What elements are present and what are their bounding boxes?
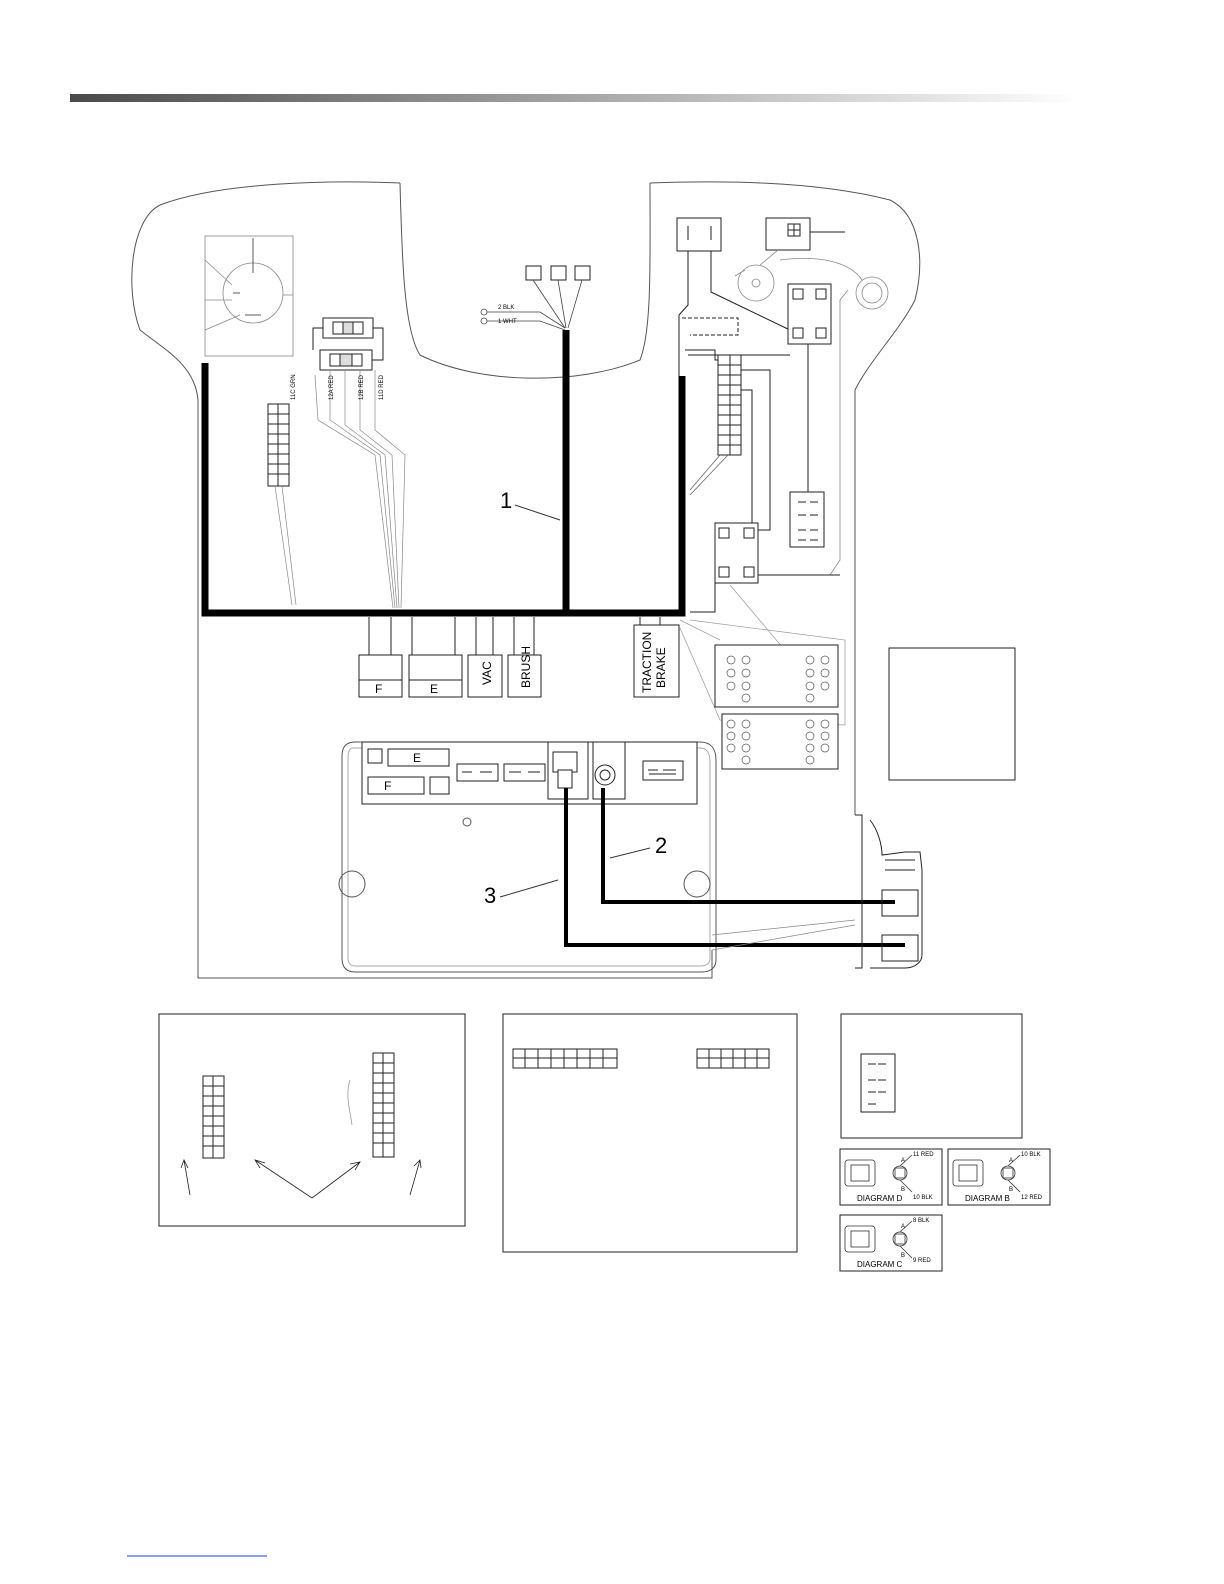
controller-label-e: E [413,751,421,765]
diagram-b-pin-a: A [1009,1158,1013,1164]
connector-label-traction: TRACTION [640,632,654,693]
center-switches [526,266,590,280]
diagram-c-pin-b: B [901,1253,905,1259]
callout-2: 2 [655,833,667,858]
diagram-c-pin-a: A [901,1224,905,1230]
key-switch [205,236,293,356]
controller-label-f: F [384,779,391,793]
wire-label-blk: 2 BLK [498,305,514,311]
diagram-d-pin-b: B [901,1187,905,1193]
connector-label-f: F [375,682,382,696]
relay-upper [788,284,831,344]
ring-terminals [481,309,565,330]
connector-label-vac: VAC [480,661,494,685]
diagram-c-title: DIAGRAM C [857,1260,903,1269]
fuse-wire-label-c: 12B RED [359,374,365,400]
right-info-box [889,648,1015,780]
detail-right-terminal [861,1054,895,1112]
battery-cables [566,788,905,945]
callout-3-leader [500,880,558,897]
connector-label-brake: BRAKE [654,647,668,688]
fuse-holder [313,318,383,370]
connector-label-e: E [430,682,438,696]
callout-1-leader [515,505,560,520]
terminal-block [790,492,824,547]
plug-blocks [715,645,838,769]
fuse-wire-label-d: 11D RED [379,374,385,400]
fuse-wire-label-b: 12A RED [329,375,335,400]
wire-label-wht: 1 WHT [498,319,517,325]
drop-wires [369,617,660,655]
diagram-b-wire-bottom: 12 RED [1021,1195,1043,1201]
diagram-b-wire-top: 10 BLK [1021,1152,1041,1158]
right-connector-wires [690,455,728,495]
top-right-connector [677,218,845,251]
callout-2-leader [610,848,650,858]
diagram-b-title: DIAGRAM B [965,1194,1010,1203]
fuse-wire-label-a: 11C GRN [291,374,297,400]
diagram-b-pin-b: B [1009,1187,1013,1193]
fuse-wires [315,370,405,608]
connector-label-brush: BRUSH [519,646,533,688]
left-dash-connector [268,404,289,486]
left-connector-wires [275,486,296,605]
diagram-c-wire-top: 8 BLK [913,1218,929,1224]
callout-3: 3 [484,883,496,908]
right-dash-connector [718,355,741,455]
header-bar [70,94,1080,102]
diagram-d-pin-a: A [901,1158,905,1164]
diagram-c-wire-bottom: 9 RED [913,1258,931,1264]
diagram-d-wire-top: 11 RED [913,1152,934,1158]
callout-1: 1 [500,488,512,513]
diagram-d-title: DIAGRAM D [857,1194,903,1203]
diagram-d-wire-bottom: 10 BLK [913,1195,933,1201]
